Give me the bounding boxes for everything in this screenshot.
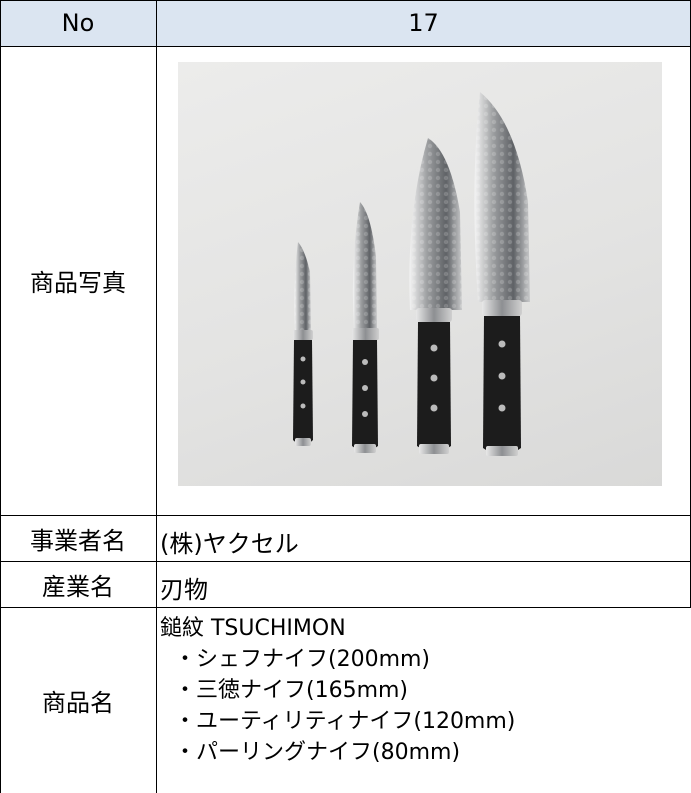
- row-photo: 商品写真: [0, 46, 691, 515]
- border-left: [0, 0, 1, 793]
- label-industry: 産業名: [42, 572, 114, 601]
- value-industry: 刃物: [156, 561, 691, 607]
- industry-name: 刃物: [160, 576, 208, 604]
- product-item-chef: ・シェフナイフ(200mm): [174, 647, 431, 672]
- value-no: 17: [156, 0, 691, 46]
- product-item-utility: ・ユーティリティナイフ(120mm): [174, 709, 516, 734]
- row-no: No 17: [0, 0, 691, 46]
- product-photo: [178, 62, 662, 486]
- product-title: 鎚紋 TSUCHIMON: [160, 616, 346, 641]
- product-item-paring: ・パーリングナイフ(80mm): [174, 740, 461, 765]
- label-no: No: [61, 9, 95, 37]
- santoku-knife-icon: [409, 138, 462, 454]
- label-company: 事業者名: [30, 526, 126, 555]
- border-top: [0, 0, 691, 1]
- value-company: (株)ヤクセル: [156, 515, 691, 561]
- border-row-4: [0, 607, 691, 608]
- chef-knife-icon: [474, 92, 530, 456]
- value-product: 鎚紋 TSUCHIMON ・シェフナイフ(200mm) ・三徳ナイフ(165mm…: [156, 607, 691, 793]
- border-row-1: [0, 46, 691, 47]
- utility-knife-icon: [352, 202, 379, 453]
- border-column: [156, 0, 157, 793]
- border-row-3: [0, 561, 691, 562]
- border-row-2: [0, 515, 691, 516]
- product-number: 17: [408, 9, 439, 37]
- row-industry: 産業名 刃物: [0, 561, 691, 607]
- value-photo: [156, 46, 691, 515]
- label-product: 商品名: [42, 688, 114, 717]
- label-photo: 商品写真: [30, 269, 126, 297]
- row-company: 事業者名 (株)ヤクセル: [0, 515, 691, 561]
- paring-knife-icon: [293, 242, 313, 446]
- product-item-santoku: ・三徳ナイフ(165mm): [174, 678, 409, 703]
- row-product: 商品名 鎚紋 TSUCHIMON ・シェフナイフ(200mm) ・三徳ナイフ(1…: [0, 607, 691, 793]
- knives-illustration: [293, 92, 530, 456]
- company-name: (株)ヤクセル: [160, 530, 299, 558]
